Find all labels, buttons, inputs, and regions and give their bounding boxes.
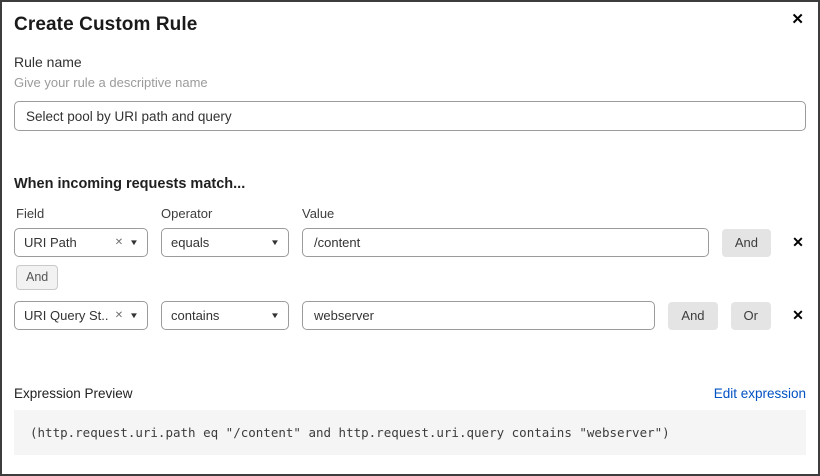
condition-row-2: URI Query St... ✕ ▼ contains ▼ And Or ✕ — [14, 301, 806, 330]
rule-name-hint: Give your rule a descriptive name — [14, 75, 208, 90]
expression-code-block: (http.request.uri.path eq "/content" and… — [14, 410, 806, 455]
operator-select[interactable]: contains ▼ — [161, 301, 289, 330]
operator-column-label: Operator — [161, 206, 213, 221]
remove-row-icon[interactable]: ✕ — [792, 307, 804, 323]
rule-name-section: Rule name Give your rule a descriptive n… — [14, 54, 806, 131]
chevron-down-icon[interactable]: ▼ — [129, 237, 139, 247]
field-select-controls: ✕ ▼ — [114, 236, 139, 248]
operator-select-value: equals — [171, 235, 210, 250]
chevron-down-icon: ▼ — [270, 310, 280, 320]
field-column-label: Field — [16, 206, 45, 221]
column-labels: Field Operator Value — [14, 206, 806, 221]
page-title: Create Custom Rule — [14, 14, 198, 35]
field-select[interactable]: URI Path ✕ ▼ — [14, 228, 148, 257]
and-connector-badge[interactable]: And — [16, 265, 59, 290]
operator-select-value: contains — [171, 308, 220, 323]
value-column-label: Value — [302, 206, 335, 221]
close-icon[interactable]: ✕ — [791, 11, 804, 28]
value-input[interactable] — [302, 228, 709, 257]
clear-icon[interactable]: ✕ — [114, 309, 124, 321]
value-input[interactable] — [302, 301, 656, 330]
chevron-down-icon[interactable]: ▼ — [129, 310, 139, 320]
remove-row-icon[interactable]: ✕ — [792, 234, 804, 250]
rule-name-label: Rule name — [14, 54, 82, 70]
operator-select[interactable]: equals ▼ — [161, 228, 289, 257]
clear-icon[interactable]: ✕ — [114, 236, 124, 248]
field-select-value: URI Query St... — [24, 308, 109, 323]
or-button[interactable]: Or — [730, 301, 771, 330]
field-select[interactable]: URI Query St... ✕ ▼ — [14, 301, 148, 330]
expression-header: Expression Preview Edit expression — [14, 386, 806, 401]
field-select-value: URI Path — [24, 235, 77, 250]
chevron-down-icon: ▼ — [270, 237, 280, 247]
match-heading: When incoming requests match... — [14, 176, 246, 192]
and-button[interactable]: And — [668, 301, 718, 330]
expression-preview-label: Expression Preview — [14, 386, 133, 401]
rule-name-input[interactable] — [14, 101, 806, 131]
field-select-controls: ✕ ▼ — [114, 309, 139, 321]
edit-expression-link[interactable]: Edit expression — [713, 386, 806, 401]
and-button[interactable]: And — [721, 228, 771, 257]
condition-row-1: URI Path ✕ ▼ equals ▼ And ✕ — [14, 228, 806, 257]
